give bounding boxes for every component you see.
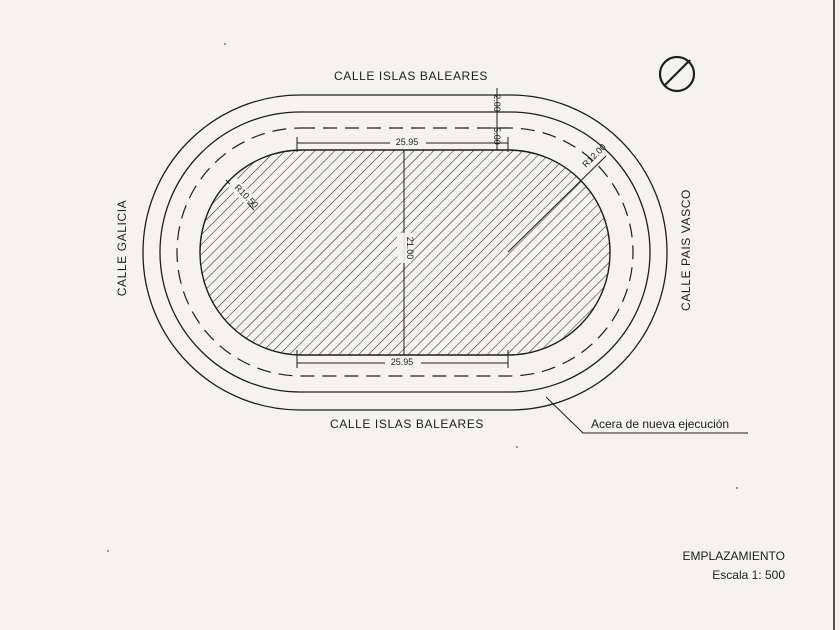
street-bottom-label: CALLE ISLAS BALEARES — [330, 417, 484, 431]
setback-line — [176, 127, 634, 377]
outer-radius-label: R12.00 — [580, 142, 608, 170]
outer-sidewalk-edge — [142, 94, 668, 411]
inner-sidewalk-edge — [159, 111, 651, 393]
street-right-label: CALLE PAIS VASCO — [679, 189, 693, 311]
street-left-label: CALLE GALICIA — [115, 200, 129, 297]
drawing-title: EMPLAZAMIENTO — [683, 549, 785, 563]
new-sidewalk-label: Acera de nueva ejecución — [591, 417, 729, 431]
new-sidewalk-leader — [545, 396, 748, 434]
street-top-label: CALLE ISLAS BALEARES — [334, 69, 488, 83]
drawing-scale: Escala 1: 500 — [712, 568, 785, 582]
setback-label: 5.00 — [492, 127, 502, 145]
bottom-length-label: 25.95 — [391, 357, 414, 367]
top-length-label: 25.95 — [396, 137, 419, 147]
plot-width-label: 21.00 — [405, 237, 415, 260]
north-arrow-icon — [658, 55, 696, 93]
outer-radius-leader — [507, 155, 607, 253]
sidewalk-width-label: 2.00 — [492, 94, 502, 112]
